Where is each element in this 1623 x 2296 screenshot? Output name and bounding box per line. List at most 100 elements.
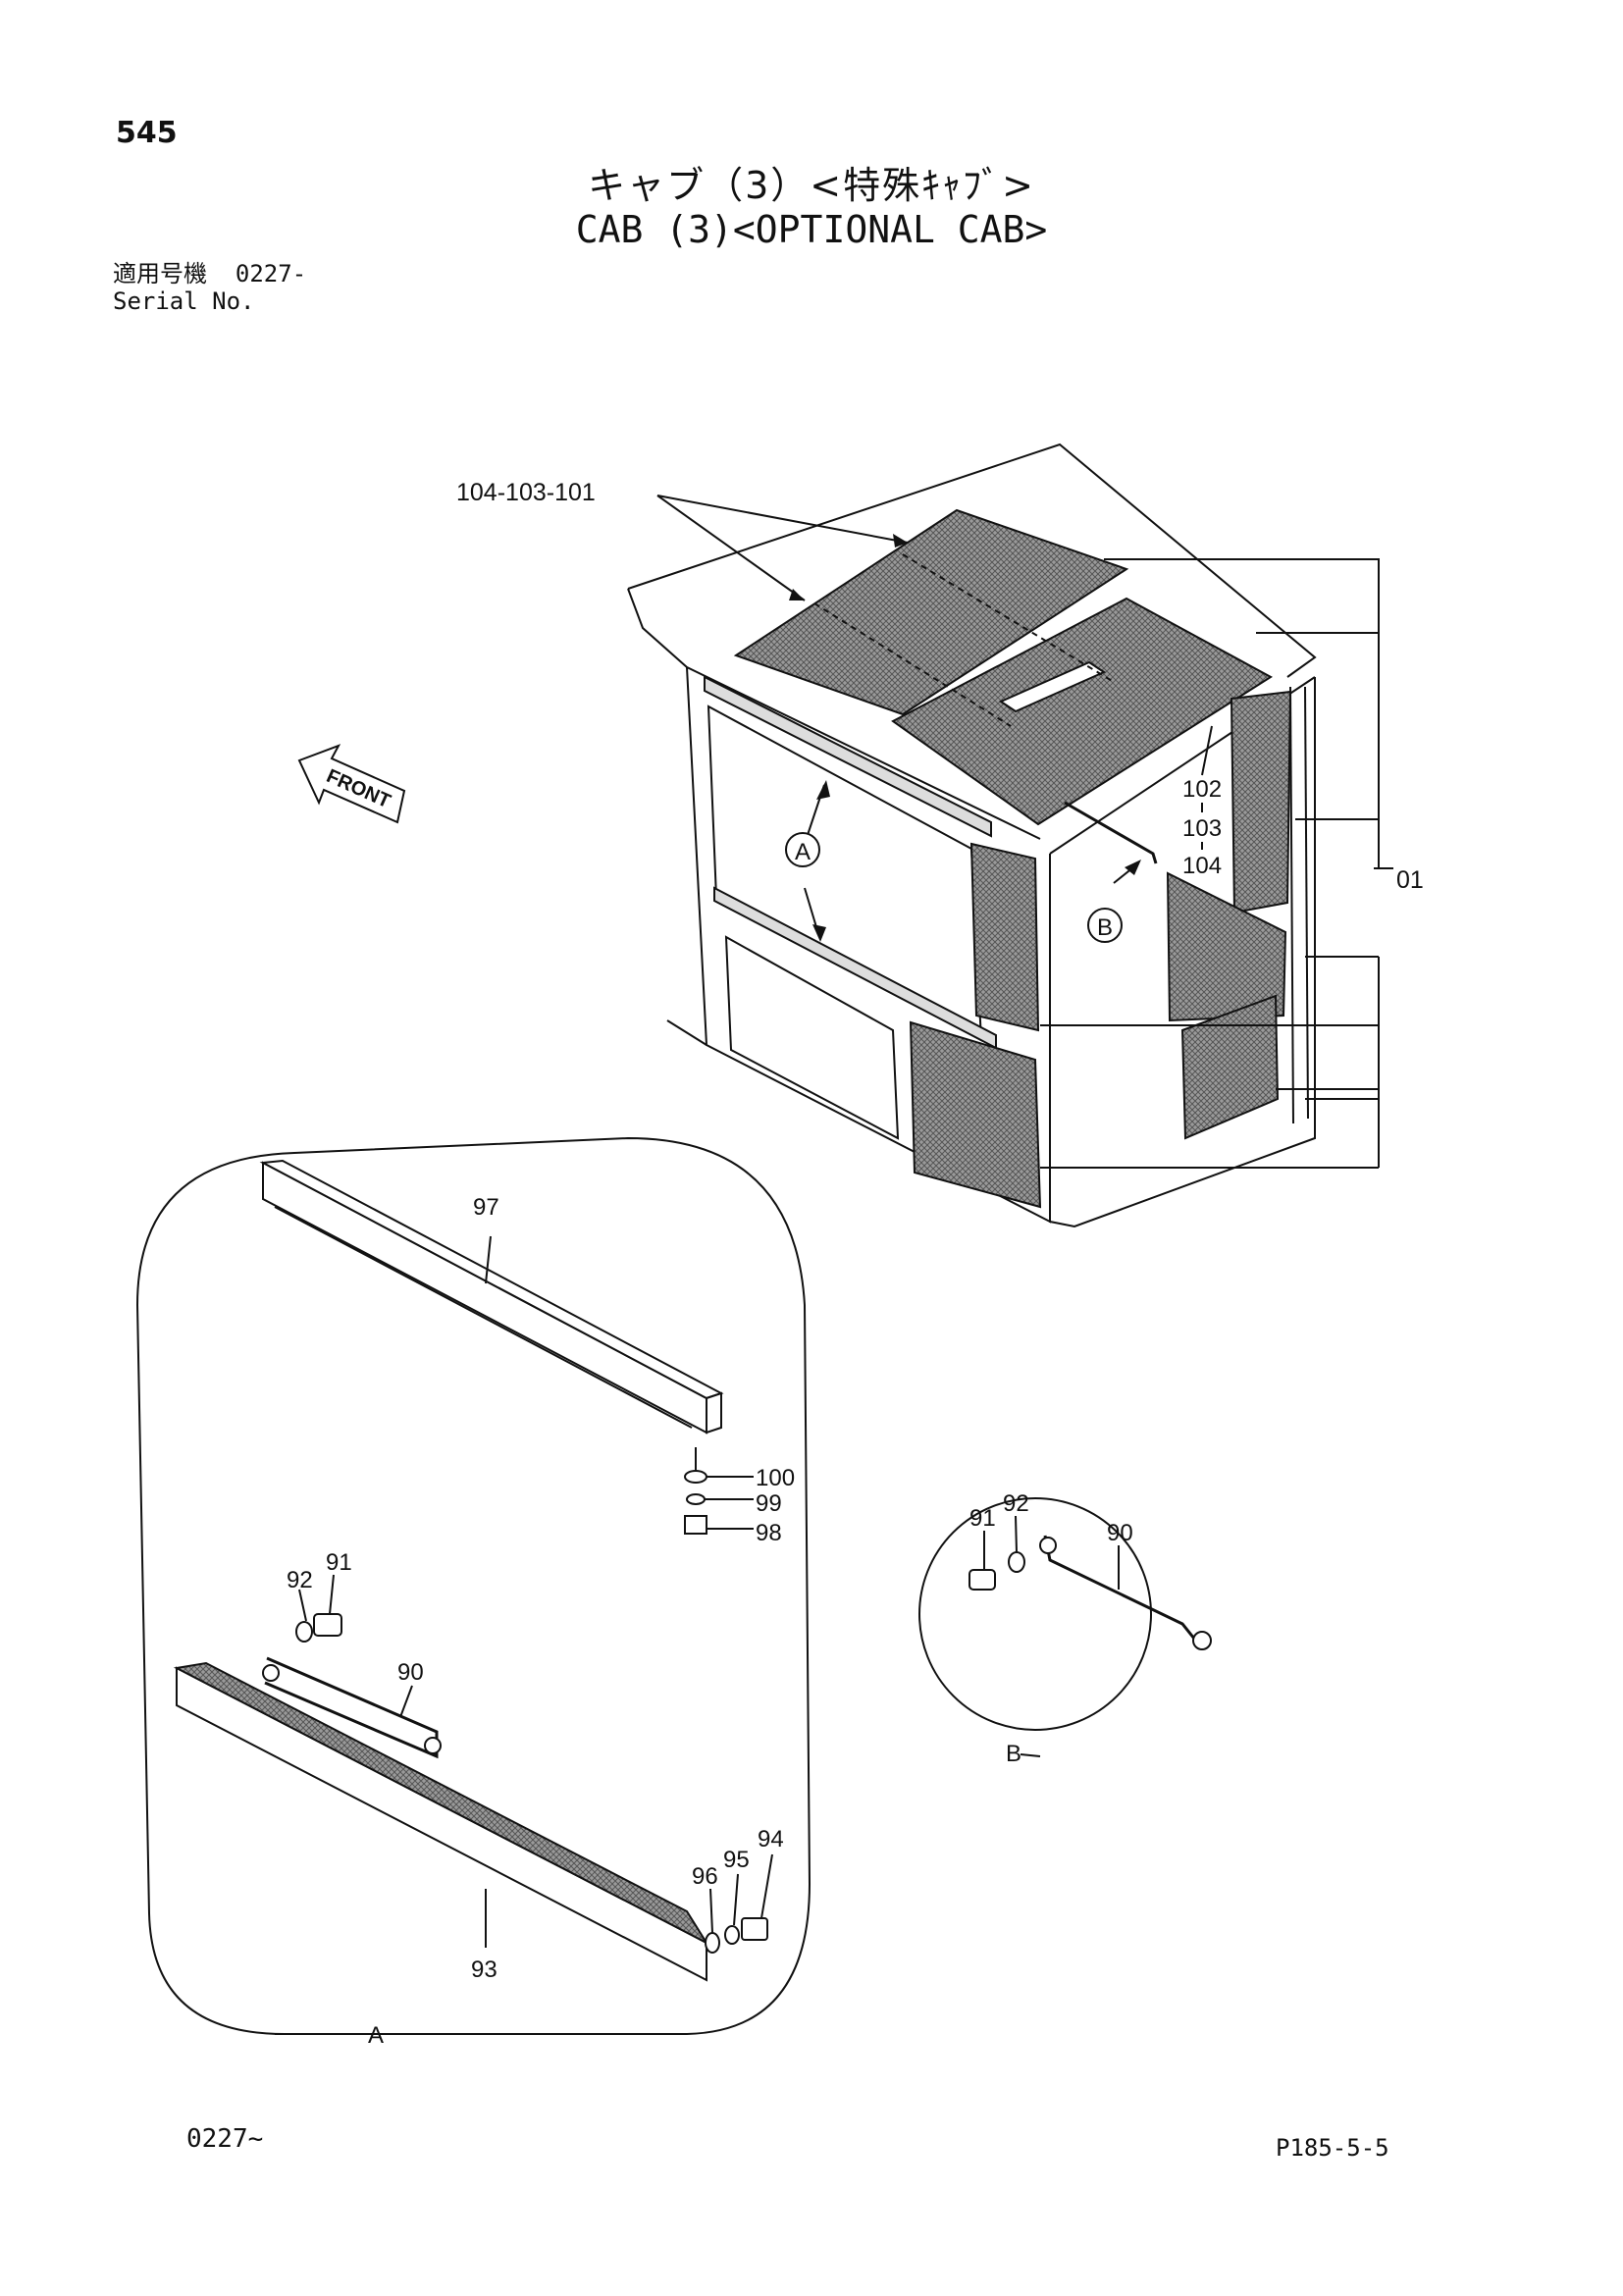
callout-92a: 92 [287, 1567, 313, 1593]
handle-eye-1 [262, 1664, 280, 1682]
leader-90a [399, 1685, 413, 1718]
marker-b-circle [1087, 908, 1123, 943]
cab-rear-side [1049, 677, 1316, 1228]
arrow-head-1 [893, 534, 908, 548]
mesh-panel-rear-mid [1166, 871, 1287, 1022]
marker-a-circle [785, 832, 820, 867]
part-93-rail [173, 1661, 709, 1982]
part-91b-bolt [969, 1569, 996, 1591]
part-100-washer [684, 1470, 707, 1484]
callout-93: 93 [471, 1957, 497, 1983]
serial-label-jp: 適用号機 [113, 260, 207, 287]
callout-91a: 91 [326, 1549, 352, 1576]
rail-97-lip [274, 1206, 693, 1429]
mesh-panel-rear-upper [1230, 690, 1292, 914]
roof-mesh-panels [733, 508, 1273, 826]
footer-page-ref: P185-5-5 [1276, 2134, 1389, 2162]
leaders-94-96 [709, 1853, 773, 1934]
rail-97-end [706, 1391, 722, 1435]
callout-90a: 90 [397, 1659, 424, 1686]
callout-92b: 92 [1003, 1490, 1029, 1517]
callout-98: 98 [756, 1520, 782, 1546]
detail-b-label-line [1020, 1753, 1041, 1757]
fasteners-90-92-a [262, 1574, 442, 1759]
roof-slot [998, 660, 1107, 713]
callout-100: 100 [756, 1465, 795, 1491]
callout-91b: 91 [969, 1505, 996, 1532]
side-mesh-panels [909, 690, 1292, 1209]
arrow-head-a-down [812, 924, 826, 942]
callout-95: 95 [723, 1847, 750, 1873]
fasteners-90-92-b [969, 1515, 1212, 1650]
part-96-washer [705, 1932, 720, 1954]
arrow-head-2 [789, 589, 805, 600]
serial-value: 0227- [235, 260, 307, 287]
detail-b-outline [918, 1497, 1152, 1731]
callout-97: 97 [473, 1194, 499, 1221]
callout-102: 102 [1182, 776, 1222, 803]
leader-01-bracket [1040, 558, 1393, 1169]
part-91a-bolt [313, 1613, 342, 1637]
cab-handle-b [1064, 801, 1158, 864]
serial-label-en: Serial No. [113, 287, 255, 315]
mesh-panel-front-right [969, 842, 1040, 1032]
roof-mesh-left [733, 508, 1129, 716]
lower-rail [713, 886, 997, 1050]
part-92a-washer [295, 1621, 313, 1643]
arrow-head-a-up [816, 780, 830, 800]
cab-roof-outline [627, 443, 1317, 678]
callout-90b: 90 [1107, 1520, 1133, 1546]
part-99-washer [686, 1493, 706, 1505]
roof-mesh-right [891, 597, 1273, 826]
cab-rear-post [1289, 686, 1294, 1124]
cab-lower-window [724, 935, 900, 1140]
callout-103: 103 [1182, 815, 1222, 842]
part-95-washer [724, 1925, 740, 1945]
mesh-panel-front-lower [909, 1020, 1042, 1209]
mesh-panel-rear-lower [1180, 994, 1280, 1140]
cab-bottom-edge [666, 1019, 707, 1046]
cab-roof-front-edge [627, 588, 688, 668]
leader-triplet-2 [656, 495, 806, 601]
page-number: 545 [116, 116, 178, 150]
marker-b-text: B [1097, 914, 1113, 941]
leaders-91-92a [298, 1574, 335, 1622]
leader-triplet-1 [656, 495, 909, 544]
leader-97 [485, 1235, 492, 1284]
cab-left-top-edge [686, 666, 1041, 840]
arrow-head-b [1125, 860, 1141, 875]
callout-99: 99 [756, 1490, 782, 1517]
title-japanese: キャブ（3）<特殊ｷｬﾌﾞ> [588, 164, 1035, 207]
front-arrow: FRONT [297, 744, 406, 824]
detail-a-outline [135, 1136, 812, 2035]
handle-eye-2 [424, 1737, 442, 1754]
rail-93-channel [173, 1661, 709, 1946]
detail-b-label: B [1006, 1741, 1021, 1767]
part-94-bolt [741, 1917, 768, 1941]
leaders-detail-b [983, 1515, 1120, 1590]
marker-a-text: A [795, 839, 811, 865]
handle-b-eye-1 [1039, 1537, 1057, 1554]
fasteners-94-96 [705, 1853, 773, 1954]
callout-104: 104 [1182, 853, 1222, 879]
detail-a-label: A [368, 2022, 384, 2049]
upper-rail [704, 675, 992, 838]
leaders-98-100 [705, 1476, 754, 1530]
callout-01: 01 [1396, 866, 1424, 894]
serial-block: 適用号機 0227- Serial No. [113, 260, 306, 315]
fasteners-98-100 [684, 1447, 754, 1535]
callout-94: 94 [758, 1826, 784, 1852]
leader-102 [1201, 725, 1213, 776]
handle-b-eye-2 [1192, 1631, 1212, 1650]
roof-dash-2 [902, 553, 1115, 683]
part-97-rail [259, 1159, 724, 1435]
leader-lines [656, 495, 1393, 1169]
title-english: CAB (3)<OPTIONAL CAB> [575, 208, 1048, 251]
footer-serial: 0227~ [186, 2124, 264, 2154]
part-98-bolt [684, 1515, 707, 1535]
part-90b-handle [1043, 1535, 1204, 1649]
callout-96: 96 [692, 1863, 718, 1890]
callout-104-103-101: 104-103-101 [456, 479, 596, 506]
part-92b-washer [1008, 1551, 1025, 1573]
